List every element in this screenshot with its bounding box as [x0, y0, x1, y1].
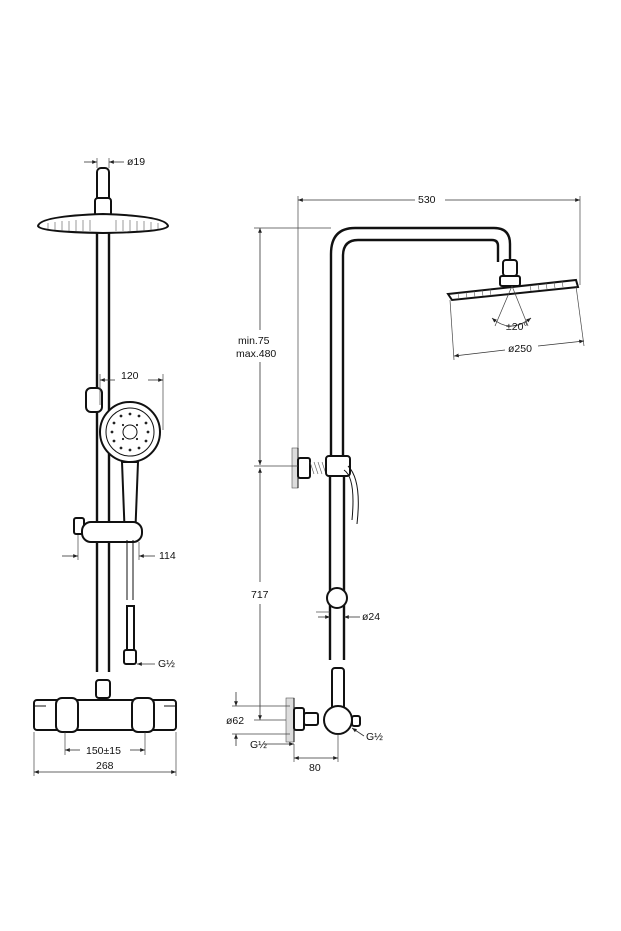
riser-coupling	[331, 667, 345, 711]
overhead-shower-head	[36, 212, 170, 235]
hand-shower-width-label: 120	[121, 370, 139, 382]
hand-shower-width-dimension: 120	[99, 370, 164, 430]
arm-length-label: 530	[418, 194, 436, 206]
riser-height-label: 717	[251, 589, 269, 601]
hose-connection-callout: G½	[137, 658, 175, 670]
mixer-side	[285, 697, 361, 743]
hose-connection-label: G½	[158, 658, 175, 670]
diverter-coupling	[95, 679, 111, 699]
hose-segment	[126, 605, 135, 651]
height-adjust-min-label: min.75	[238, 335, 270, 347]
inlet-offset-label: 80	[309, 762, 321, 774]
hand-shower	[85, 387, 161, 541]
inlet-thread-label: G½	[250, 739, 267, 751]
holder-offset-dimension: 114	[62, 535, 176, 562]
riser-slider	[326, 587, 348, 609]
thermostatic-mixer	[33, 697, 177, 733]
inlet-offset-dimension: 80	[293, 734, 339, 774]
mixer-body-side	[323, 705, 353, 735]
mixer-right-handle	[131, 697, 155, 733]
head-nozzle-hatching	[47, 220, 159, 231]
riser-diameter-dimension: ø24	[316, 611, 380, 623]
head-side-hatching	[457, 280, 564, 300]
inlet-height-label: ø62	[226, 715, 244, 727]
riser-diameter-label: ø24	[362, 611, 380, 623]
front-view: ø19	[33, 156, 177, 776]
inlet-height-dimension: ø62	[226, 692, 290, 746]
height-adjust-dimension: min.75 max.480	[236, 227, 331, 465]
inlet-spacing-dimension: 150±15	[64, 732, 146, 757]
pipe-diameter-label: ø19	[127, 156, 145, 168]
outlet-thread-label: G½	[366, 731, 383, 743]
head-ball-joint	[499, 259, 521, 287]
mixer-width-dimension: 268	[33, 732, 177, 776]
inlet-thread-callout: G½	[250, 739, 294, 751]
riser-lower	[326, 476, 348, 711]
inlet-spacing-label: 150±15	[86, 745, 121, 757]
hand-shower-face	[99, 401, 161, 463]
head-diameter-dimension: ø250	[449, 285, 585, 361]
holder-offset-label: 114	[159, 550, 176, 562]
hose	[123, 540, 137, 665]
side-view: 530 ±20°	[226, 194, 585, 774]
tilt-angle-indicator: ±20°	[491, 285, 532, 333]
hand-shower-nozzles	[110, 412, 150, 452]
slider-clamp	[85, 387, 103, 413]
wall-bracket	[254, 447, 351, 489]
top-pipe-stub	[94, 167, 112, 217]
wall-inlet-nut	[293, 707, 305, 731]
mixer-left-handle	[55, 697, 79, 733]
head-diameter-label: ø250	[508, 343, 532, 355]
height-adjust-max-label: max.480	[236, 348, 276, 360]
outlet-thread-callout: G½	[351, 727, 383, 743]
hand-shower-side	[343, 465, 359, 525]
hose-nut	[123, 649, 137, 665]
holder-bracket	[73, 517, 143, 543]
overhead-head-side	[446, 278, 580, 302]
shower-arm	[329, 226, 512, 458]
riser-height-dimension: 717	[251, 468, 290, 721]
pipe-diameter-dimension: ø19	[84, 156, 145, 168]
mixer-width-label: 268	[96, 760, 114, 772]
tilt-angle-label: ±20°	[506, 321, 528, 333]
arm-length-dimension: 530	[297, 194, 581, 460]
